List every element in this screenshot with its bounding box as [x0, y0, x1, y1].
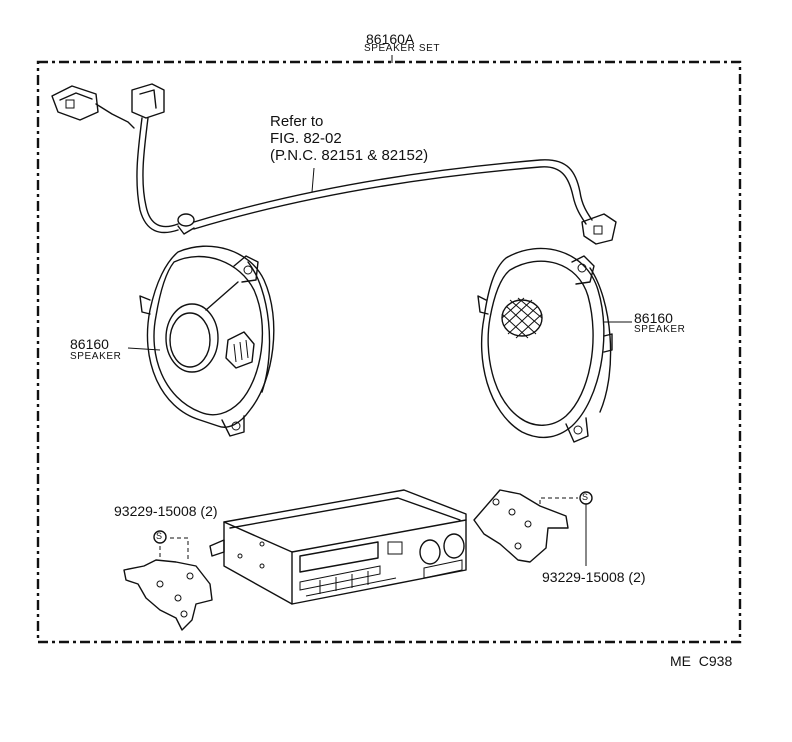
left-speaker-name: SPEAKER — [70, 351, 122, 362]
left-speaker — [127, 245, 275, 437]
cable-note-line3: (P.N.C. 82151 & 82152) — [270, 147, 429, 164]
set-name: SPEAKER SET — [364, 43, 441, 54]
left-screw-part-number: 93229-15008 (2) — [114, 503, 218, 519]
left-bracket — [123, 530, 213, 631]
cable-note-line2: FIG. 82-02 — [270, 130, 342, 147]
left-speaker-part-number: 86160 — [70, 336, 109, 352]
radio-unit — [209, 489, 467, 605]
cable-note-line1: Refer to — [270, 113, 324, 130]
right-screw-part-number: 93229-15008 (2) — [542, 569, 646, 585]
speaker-set-boundary — [36, 60, 742, 644]
wire-harness — [51, 83, 617, 245]
right-speaker — [477, 247, 632, 443]
right-speaker-part-number: 86160 — [634, 310, 673, 326]
tweeter-grille — [501, 297, 543, 339]
right-bracket — [473, 489, 593, 566]
right-screw-symbol-label: S — [582, 492, 589, 502]
left-screw-symbol-label: S — [156, 531, 163, 541]
left-screw-symbol — [153, 530, 167, 544]
figure-code: ME C938 — [670, 653, 733, 669]
right-speaker-name: SPEAKER — [634, 324, 686, 335]
set-part-number: 86160A — [366, 31, 415, 47]
